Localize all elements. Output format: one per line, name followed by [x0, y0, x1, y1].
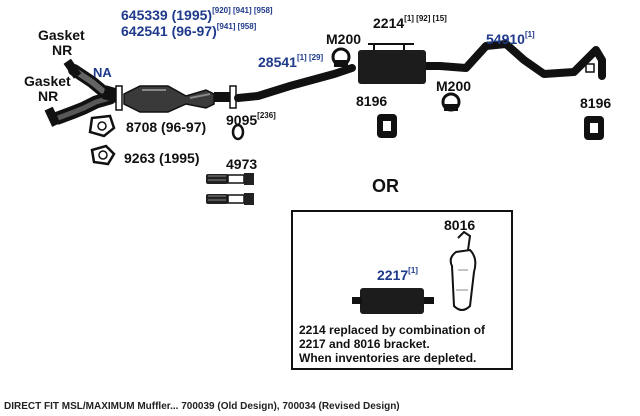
- cat-part-96-97-label: 642541 (96-97)[941] [958]: [121, 22, 257, 39]
- tail-pipe: [436, 40, 606, 80]
- muffler-2214: [358, 43, 440, 84]
- gasket-8708-label: 8708 (96-97): [126, 119, 207, 135]
- gasket-nr-top-label: Gasket: [38, 27, 85, 43]
- gasket-9263: [90, 144, 116, 166]
- cat-part-96-97-notes: [941] [958]: [216, 22, 257, 31]
- clamp-m200-b: [441, 92, 461, 112]
- pipe-28541-label: 28541[1] [29]: [258, 53, 324, 70]
- catalytic-converter: [123, 85, 230, 113]
- gasket-9263-label: 9263 (1995): [124, 150, 200, 166]
- cat-part-1995-label: 645339 (1995)[920] [941] [958]: [121, 6, 273, 23]
- hanger-8196-b-label: 8196: [580, 95, 612, 111]
- gasket-9095-label: 9095[236]: [226, 111, 276, 128]
- cat-part-96-97-text: 642541 (96-97): [121, 23, 217, 39]
- or-label: OR: [372, 176, 399, 196]
- gasket-9095-text: 9095: [226, 112, 258, 128]
- hanger-8196-b: [584, 116, 604, 140]
- note-line-3: When inventories are depleted.: [299, 351, 477, 365]
- y-pipe: [44, 58, 120, 127]
- na-label: NA: [93, 65, 112, 80]
- bolt-4973-label: 4973: [226, 156, 258, 172]
- gasket-nr-top-label-2: NR: [52, 42, 73, 58]
- bracket-8016: [449, 230, 477, 311]
- gasket-8708: [88, 114, 116, 138]
- note-line-2: 2217 and 8016 bracket.: [299, 337, 430, 351]
- muffler-2217-notes: [1]: [408, 266, 418, 275]
- muffler-2217-label: 2217[1]: [377, 266, 418, 283]
- tail-54910-label: 54910[1]: [486, 30, 535, 47]
- tail-54910-notes: [1]: [524, 30, 535, 39]
- clamp-m200-b-label: M200: [436, 78, 472, 94]
- intermediate-pipe: [234, 64, 356, 102]
- muffler-2214-notes: [1] [92] [15]: [404, 14, 447, 23]
- clamp-m200-a: [331, 47, 351, 67]
- cat-part-1995-text: 645339 (1995): [121, 7, 213, 23]
- replacement-box: [291, 210, 513, 370]
- muffler-2214-label: 2214[1] [92] [15]: [373, 14, 447, 31]
- pipe-28541-text: 28541: [258, 54, 297, 70]
- note-line-1: 2214 replaced by combination of: [299, 323, 486, 337]
- gasket-9095-notes: [236]: [257, 111, 276, 120]
- tail-54910-text: 54910: [486, 31, 525, 47]
- bolts-4973: [206, 173, 254, 205]
- gasket-9095: [231, 123, 245, 141]
- gasket-nr-bottom-label: Gasket: [24, 73, 71, 89]
- pipe-28541-notes: [1] [29]: [296, 53, 324, 62]
- muffler-2217-text: 2217: [377, 267, 409, 283]
- flange-left: [115, 85, 123, 111]
- bracket-8016-label: 8016: [444, 217, 476, 233]
- muffler-2217: [352, 288, 434, 314]
- gasket-nr-bottom-label-2: NR: [38, 88, 59, 104]
- cat-part-1995-notes: [920] [941] [958]: [212, 6, 273, 15]
- muffler-2214-text: 2214: [373, 15, 405, 31]
- hanger-8196-a: [377, 114, 397, 138]
- replacement-note: 2214 replaced by combination of 2217 and…: [299, 323, 485, 365]
- hanger-8196-a-label: 8196: [356, 93, 388, 109]
- clamp-m200-a-label: M200: [326, 31, 362, 47]
- footer-caption: DIRECT FIT MSL/MAXIMUM Muffler... 700039…: [4, 401, 400, 412]
